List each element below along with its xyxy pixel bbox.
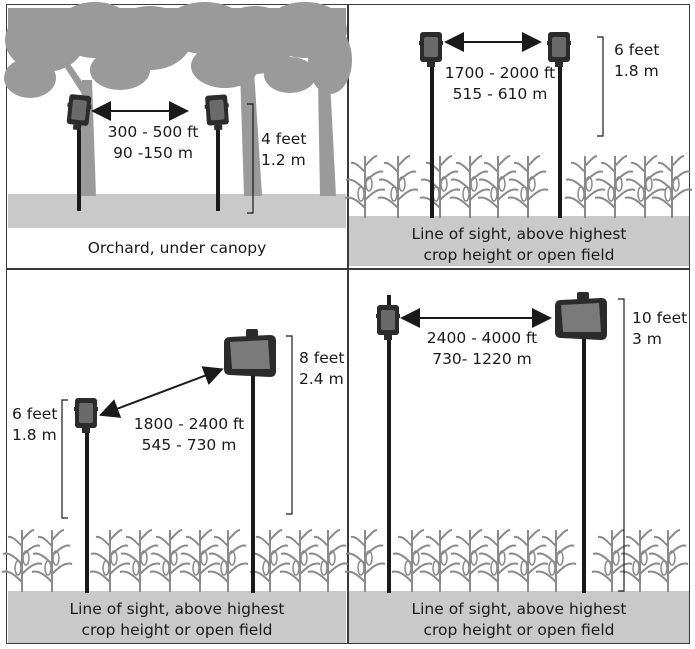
height-bracket [597, 36, 604, 137]
panel-line-of-sight-10ft [344, 292, 689, 643]
height-bracket-right [286, 335, 293, 515]
distance-arrow [99, 366, 224, 418]
distance-meters: 515 - 610 m [452, 85, 548, 103]
height-feet: 10 feet [632, 309, 688, 327]
caption-line2: crop height or open field [423, 621, 615, 639]
ground [8, 194, 346, 228]
panel-orchard [4, 2, 352, 228]
height-label: 6 feet 1.8 m [614, 40, 659, 82]
distance-label: 300 - 500 ft 90 -150 m [100, 122, 206, 164]
height-feet: 6 feet [12, 405, 58, 423]
large-sensor-device-icon [555, 292, 607, 340]
distance-feet: 300 - 500 ft [107, 123, 199, 141]
caption: Line of sight, above highest crop height… [8, 599, 346, 641]
height-feet: 4 feet [261, 130, 307, 148]
height-bracket-left [61, 399, 68, 519]
height-label: 4 feet 1.2 m [261, 129, 306, 171]
sensor-device-icon [203, 94, 231, 131]
sensor-device-icon [74, 398, 98, 433]
height-bracket [618, 298, 625, 592]
caption-line1: Line of sight, above highest [411, 225, 627, 243]
ground [349, 591, 689, 643]
height-feet: 8 feet [299, 349, 345, 367]
caption-line1: Line of sight, above highest [69, 600, 285, 618]
distance-label: 1800 - 2400 ft 545 - 730 m [128, 414, 250, 456]
sensor-device-icon [419, 32, 443, 67]
distance-feet: 1800 - 2400 ft [133, 415, 245, 433]
height-meters: 1.2 m [261, 151, 306, 169]
caption-line1: Orchard, under canopy [87, 239, 267, 257]
horizontal-divider [6, 268, 690, 270]
sensor-device-icon [547, 32, 571, 67]
height-meters: 1.8 m [614, 62, 659, 80]
height-meters: 2.4 m [299, 370, 344, 388]
caption: Line of sight, above highest crop height… [349, 599, 689, 641]
ground [349, 216, 689, 266]
height-feet: 6 feet [614, 41, 660, 59]
crop-row [344, 529, 689, 593]
panel-line-of-sight-8ft [1, 329, 349, 643]
caption: Orchard, under canopy [8, 238, 346, 259]
height-meters: 1.8 m [12, 426, 57, 444]
caption-line1: Line of sight, above highest [411, 600, 627, 618]
caption-line2: crop height or open field [81, 621, 273, 639]
panel-line-of-sight-6ft [344, 32, 693, 266]
distance-meters: 90 -150 m [113, 144, 193, 162]
tree-canopy [4, 2, 352, 196]
distance-meters: 730- 1220 m [432, 350, 532, 368]
height-bracket [247, 103, 254, 214]
vertical-divider [347, 4, 349, 644]
height-label-left: 6 feet 1.8 m [12, 404, 57, 446]
height-label-right: 8 feet 2.4 m [299, 348, 344, 390]
large-sensor-device-icon [224, 329, 276, 377]
height-label: 10 feet 3 m [632, 308, 687, 350]
caption-line2: crop height or open field [423, 246, 615, 264]
sensor-device-icon [376, 305, 400, 340]
distance-feet: 1700 - 2000 ft [444, 64, 556, 82]
crop-row [1, 529, 349, 593]
distance-meters: 545 - 730 m [141, 436, 237, 454]
distance-label: 1700 - 2000 ft 515 - 610 m [436, 63, 564, 105]
distance-label: 2400 - 4000 ft 730- 1220 m [418, 328, 546, 370]
ground [8, 591, 346, 643]
height-meters: 3 m [632, 330, 662, 348]
crop-row [344, 155, 693, 219]
distance-feet: 2400 - 4000 ft [426, 329, 538, 347]
caption: Line of sight, above highest crop height… [349, 224, 689, 266]
